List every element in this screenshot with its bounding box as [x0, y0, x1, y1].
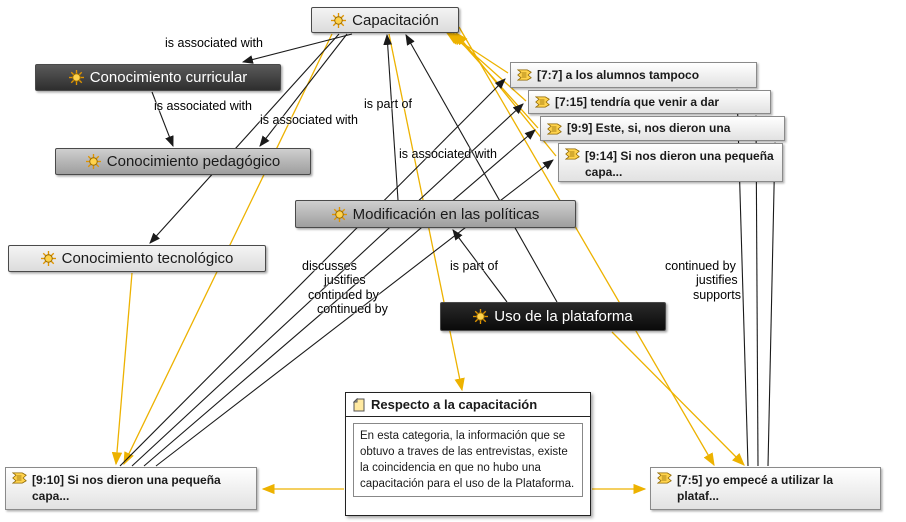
code-icon [331, 206, 347, 222]
code-icon [473, 309, 489, 324]
code-icon [40, 251, 56, 266]
edge-label: justifies [696, 273, 738, 287]
edge-label: supports [693, 288, 741, 302]
quote-label: [7:15] tendría que venir a dar [555, 94, 720, 109]
quote-node-7-7[interactable]: [7:7] a los alumnos tampoco [510, 62, 757, 88]
memo-body: En esta categoria, la información que se… [353, 423, 583, 498]
edge-label: continued by [317, 302, 388, 316]
quote-node-9-9[interactable]: [9:9] Este, si, nos dieron una [540, 116, 785, 141]
quote-node-7-5[interactable]: [7:5] yo empecé a utilizar la plataf... [650, 467, 881, 510]
memo-title: Respecto a la capacitación [371, 397, 538, 412]
quote-node-7-15[interactable]: [7:15] tendría que venir a dar [528, 90, 771, 114]
quote-icon [547, 122, 562, 135]
code-label: Conocimiento curricular [89, 69, 248, 86]
quote-icon [535, 96, 550, 108]
quote-node-9-10[interactable]: [9:10] Si nos dieron una pequeña capa... [5, 467, 257, 510]
quote-icon [12, 472, 27, 484]
edge-label: is associated with [399, 147, 497, 161]
quote-label: [9:10] Si nos dieron una pequeña capa... [32, 473, 221, 504]
code-label: Conocimiento pedagógico [106, 153, 281, 170]
memo-icon [353, 397, 365, 412]
edge-label: continued by [665, 259, 736, 273]
code-label: Modificación en las políticas [352, 205, 540, 223]
code-icon [68, 70, 84, 85]
edge-label: continued by [308, 288, 379, 302]
code-node-conocimiento-pedagogico[interactable]: Conocimiento pedagógico [55, 148, 311, 175]
quote-label: [9:9] Este, si, nos dieron una [567, 121, 731, 136]
quote-label: [9:14] Si nos dieron una pequeña capa... [585, 149, 774, 180]
memo-node-respecto-capacitacion[interactable]: Respecto a la capacitación En esta categ… [345, 392, 591, 516]
quote-label: [7:7] a los alumnos tampoco [537, 67, 700, 82]
code-node-capacitacion[interactable]: Capacitación [311, 7, 459, 33]
code-label: Uso de la plataforma [494, 308, 633, 325]
memo-title-bar: Respecto a la capacitación [346, 393, 590, 417]
code-node-conocimiento-tecnologico[interactable]: Conocimiento tecnológico [8, 245, 266, 272]
edge-label: is associated with [260, 113, 358, 127]
quote-icon [657, 472, 672, 484]
code-icon [85, 154, 101, 169]
edge-label: is associated with [165, 36, 263, 50]
edge-label: discusses [302, 259, 357, 273]
edge-label: is associated with [154, 99, 252, 113]
quote-icon [517, 69, 532, 81]
quote-node-9-14[interactable]: [9:14] Si nos dieron una pequeña capa... [558, 143, 783, 182]
edge-label: justifies [324, 273, 366, 287]
edge-label: is part of [450, 259, 498, 273]
edge-label: is part of [364, 97, 412, 111]
code-node-modificacion-politicas[interactable]: Modificación en las políticas [295, 200, 576, 228]
code-label: Conocimiento tecnológico [61, 250, 234, 267]
code-node-conocimiento-curricular[interactable]: Conocimiento curricular [35, 64, 281, 91]
code-icon [331, 12, 347, 28]
code-label: Capacitación [352, 11, 439, 29]
quote-label: [7:5] yo empecé a utilizar la plataf... [677, 473, 834, 504]
quote-icon [565, 148, 580, 160]
code-node-uso-plataforma[interactable]: Uso de la plataforma [440, 302, 666, 331]
